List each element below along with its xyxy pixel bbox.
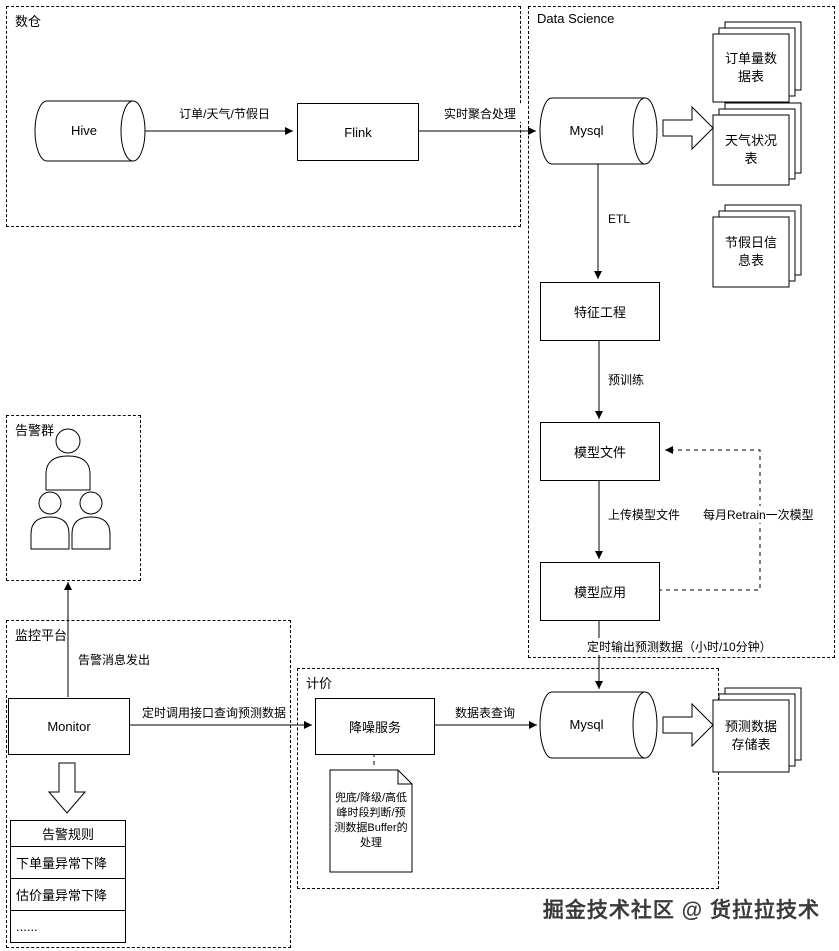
mysql-ds-label: Mysql bbox=[569, 122, 604, 138]
mysql-pricing-label: Mysql bbox=[569, 716, 604, 732]
note-label: 兜底/降级/高低峰时段判断/预测数据Buffer的处理 bbox=[334, 792, 408, 849]
edge-label-alert-message: 告警消息发出 bbox=[76, 651, 153, 668]
node-monitor-label: Monitor bbox=[47, 719, 91, 734]
node-model-app: 模型应用 bbox=[540, 562, 660, 621]
node-monitor: Monitor bbox=[8, 698, 130, 755]
node-model-file-label: 模型文件 bbox=[573, 445, 626, 460]
node-denoise-service: 降噪服务 bbox=[315, 698, 435, 755]
watermark-text: 掘金技术社区 @ 货拉拉技术 bbox=[542, 899, 820, 922]
group-alert-group: 告警群 bbox=[6, 415, 141, 581]
edge-label-flink-to-mysql: 实时聚合处理 bbox=[437, 105, 523, 122]
node-denoise-service-label: 降噪服务 bbox=[348, 720, 401, 735]
weather-table-label: 天气状况表 bbox=[724, 132, 777, 166]
edge-label-retrain-loop: 每月Retrain一次模型 bbox=[701, 506, 816, 523]
hive-label: Hive bbox=[70, 122, 97, 138]
edge-label-upload-model: 上传模型文件 bbox=[606, 506, 683, 523]
node-feature-engineering: 特征工程 bbox=[540, 282, 660, 341]
edge-label-scheduled-output: 定时输出预测数据（小时/10分钟） bbox=[585, 638, 774, 655]
order-table-label: 订单量数据表 bbox=[724, 50, 777, 84]
group-monitor-platform-label: 监控平台 bbox=[15, 628, 68, 643]
holiday-table-label: 节假日信息表 bbox=[724, 234, 777, 268]
node-model-file: 模型文件 bbox=[540, 422, 660, 481]
node-model-app-label: 模型应用 bbox=[573, 585, 626, 600]
group-pricing: 计价 bbox=[297, 668, 719, 889]
group-data-science-label: Data Science bbox=[537, 11, 615, 26]
table-row: 下单量异常下降 bbox=[11, 847, 125, 879]
node-flink: Flink bbox=[297, 103, 419, 161]
group-data-science: Data Science bbox=[528, 6, 835, 658]
group-warehouse-label: 数仓 bbox=[15, 14, 42, 29]
group-pricing-label: 计价 bbox=[306, 676, 333, 691]
table-row: 估价量异常下降 bbox=[11, 879, 125, 911]
forecast-table-label: 预测数据存储表 bbox=[724, 718, 777, 752]
node-feature-engineering-label: 特征工程 bbox=[573, 305, 626, 320]
edge-label-hive-to-flink: 订单/天气/节假日 bbox=[160, 105, 289, 122]
alert-rules-table: 告警规则 下单量异常下降 估价量异常下降 ...... bbox=[10, 820, 126, 943]
edge-label-table-query: 数据表查询 bbox=[453, 704, 518, 721]
group-alert-group-label: 告警群 bbox=[15, 423, 55, 438]
alert-rules-header: 告警规则 bbox=[11, 821, 125, 847]
edge-label-query-forecast: 定时调用接口查询预测数据 bbox=[140, 704, 289, 721]
edge-label-etl: ETL bbox=[606, 212, 633, 226]
edge-label-pretrain: 预训练 bbox=[606, 371, 647, 388]
table-row: ...... bbox=[16, 919, 38, 934]
node-flink-label: Flink bbox=[344, 124, 372, 140]
group-monitor-platform: 监控平台 bbox=[6, 620, 291, 948]
